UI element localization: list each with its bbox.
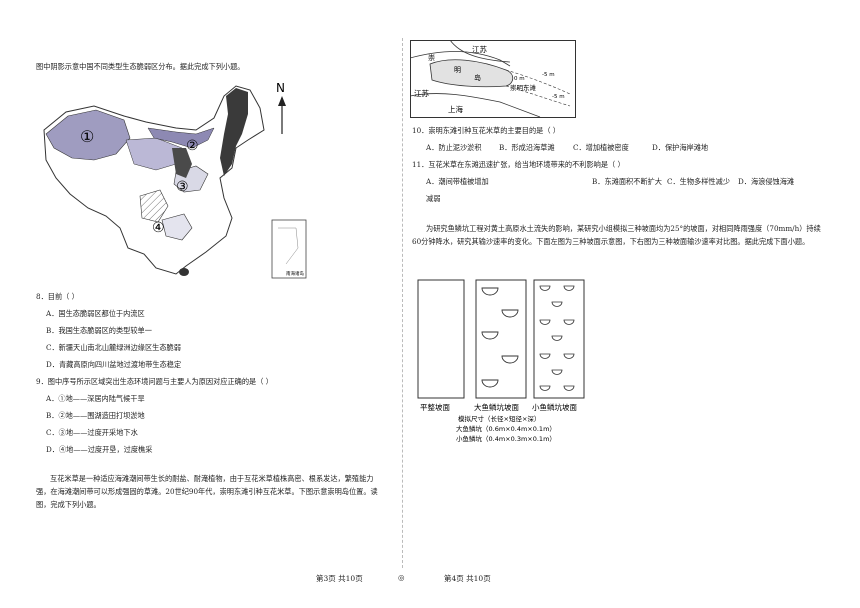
q11-stem: 11．互花米草在东滩迅速扩张，给当地环境带来的不利影响是（ ） <box>412 160 625 169</box>
q9-option-b: B．②地——围湖造田打坝淤地 <box>46 411 145 420</box>
q10-option-c: C．增加植被密度 <box>573 143 629 152</box>
column-divider <box>402 38 403 568</box>
q9-stem: 9．图中序号所示区域突出生态环境问题与主要人为原因对应正确的是（ ） <box>36 377 273 386</box>
dark-mid-region <box>172 148 192 178</box>
chongming-map: 江苏 崇 明 岛 崇明东滩 江苏 上海 0 m -5 m -5 m <box>410 40 576 118</box>
label-ming: 明 <box>454 66 461 74</box>
q11-option-d: D．海浪侵蚀海滩 <box>738 177 795 186</box>
label-small-pit-slope: 小鱼鳞坑坡面 <box>532 402 577 412</box>
label-dongtan: 崇明东滩 <box>510 83 537 92</box>
q11-option-c: C．生物多样性减少 <box>667 177 731 186</box>
label-jiangsu-top: 江苏 <box>472 44 487 54</box>
label-flat-slope: 平整坡面 <box>420 402 450 412</box>
chongming-island <box>429 59 514 88</box>
q9-option-c: C．③地——过度开采地下水 <box>46 428 138 437</box>
passage-spartina: 互花米草是一种适应海滩潮间带生长的耐盐、耐淹植物，由于互花米草植株高密、根系发达… <box>36 474 378 509</box>
china-eco-map: ① ② ③ ④ N 南海诸岛 <box>43 81 307 279</box>
big-pits <box>481 287 519 388</box>
q8-option-c: C．新疆天山南北山麓绿洲边缘区生态脆弱 <box>46 343 181 352</box>
q11-option-a: A．潮间带植被增加 <box>426 177 489 186</box>
label-depth-5b: -5 m <box>552 94 565 100</box>
label-jiangsu-left: 江苏 <box>414 88 429 98</box>
label-region-1: ① <box>80 127 94 146</box>
label-region-3: ③ <box>176 179 189 195</box>
label-big-pit-slope: 大鱼鳞坑坡面 <box>474 402 519 412</box>
intro-text: 图中阴影示意中国不同类型生态脆弱区分布。据此完成下列小题。 <box>36 62 245 71</box>
flat-slope <box>417 279 465 399</box>
q10-option-d: D．保护海岸滩地 <box>652 143 709 152</box>
q8-option-d: D．青藏高原向四川盆地过渡地带生态稳定 <box>46 360 182 369</box>
region-1-shade <box>45 109 131 161</box>
label-region-2: ② <box>186 138 199 154</box>
q10-option-a: A．防止泥沙淤积 <box>426 143 482 152</box>
q10-option-b: B．形成沿海草滩 <box>499 143 555 152</box>
label-depth-0: 0 m <box>514 76 525 82</box>
q11-option-d-wrap: 减弱 <box>426 194 441 203</box>
q8-option-b: B．我国生态脆弱区的类型较单一 <box>46 326 152 335</box>
slope-diagram: 平整坡面 大鱼鳞坑坡面 小鱼鳞坑坡面 模拟尺寸（长径×短径×深） 大鱼鳞坑（0.… <box>417 279 585 443</box>
north-label: N <box>276 81 285 95</box>
small-pit-slope <box>533 279 585 399</box>
passage-fishscale: 为研究鱼鳞坑工程对黄土高原水土流失的影响，某研究小组模拟三种坡面均为25°的坡面… <box>412 224 821 246</box>
size-small-pit: 小鱼鳞坑（0.4m×0.3m×0.1m） <box>456 434 556 443</box>
dark-ne-region <box>220 88 248 176</box>
q9-option-d: D．④地——过度开垦，过度樵采 <box>46 445 153 454</box>
inset-label: 南海诸岛 <box>286 270 304 277</box>
south-sea-inset <box>271 219 307 279</box>
size-title: 模拟尺寸（长径×短径×深） <box>458 414 540 423</box>
hainan-island <box>179 268 189 276</box>
label-region-4: ④ <box>152 220 165 236</box>
size-big-pit: 大鱼鳞坑（0.6m×0.4m×0.1m） <box>456 424 556 433</box>
region-4-shade <box>161 213 193 241</box>
label-shanghai: 上海 <box>448 104 463 114</box>
footer-page-left: 第3页 共10页 <box>316 574 363 583</box>
big-pit-slope <box>475 279 527 399</box>
footer-page-right: 第4页 共10页 <box>444 574 491 583</box>
small-pits <box>539 285 575 391</box>
q8-option-a: A．国生态脆弱区都位于内流区 <box>46 309 145 318</box>
footer-center-mark: ◎ <box>398 573 405 582</box>
region-2-shade <box>147 127 215 149</box>
q8-stem: 8．目前（ ） <box>36 292 79 301</box>
label-depth-5a: -5 m <box>542 72 555 78</box>
q9-option-a: A．①地——深居内陆气候干旱 <box>46 394 145 403</box>
q11-option-b: B．东滩面积不断扩大 <box>592 177 662 186</box>
label-chong: 崇 <box>428 54 435 62</box>
label-dao: 岛 <box>474 73 481 82</box>
region-4-hatch <box>139 189 169 223</box>
q10-stem: 10．崇明东滩引种互花米草的主要目的是（ ） <box>412 126 560 135</box>
